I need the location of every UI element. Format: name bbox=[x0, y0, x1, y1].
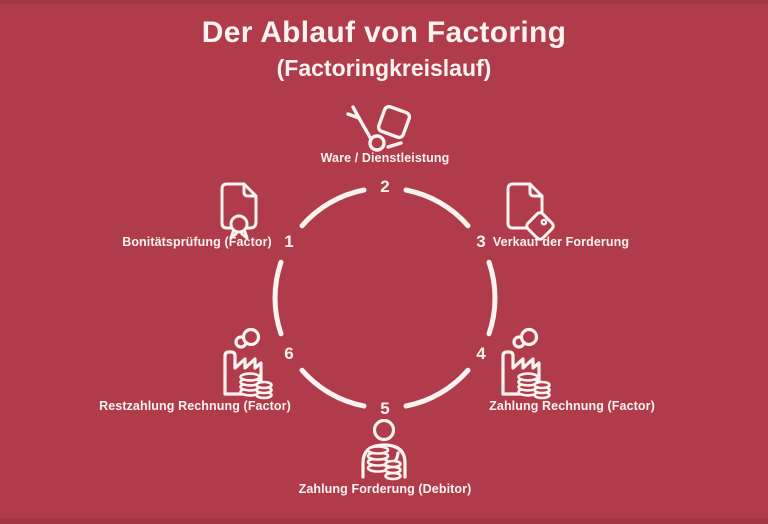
factory-coins-icon bbox=[496, 326, 554, 400]
step-4-label: Zahlung Rechnung (Factor) bbox=[489, 399, 655, 413]
top-edge-strip bbox=[0, 0, 768, 4]
step-6-label: Restzahlung Rechnung (Factor) bbox=[99, 399, 291, 413]
step-3-label: Verkauf der Forderung bbox=[492, 235, 630, 249]
step-number-3: 3 bbox=[476, 232, 486, 251]
step-number-4: 4 bbox=[476, 344, 486, 363]
certificate-document-icon bbox=[219, 181, 259, 240]
step-number-2: 2 bbox=[380, 177, 390, 196]
factory-coins-icon bbox=[218, 326, 276, 400]
step-number-5: 5 bbox=[380, 399, 390, 418]
step-number-6: 6 bbox=[284, 344, 294, 363]
document-price-tag-icon bbox=[505, 181, 557, 243]
step-1-label: Bonitätsprüfung (Factor) bbox=[122, 235, 272, 249]
page-title: Der Ablauf von Factoring bbox=[201, 16, 567, 49]
page-subtitle: (Factoringkreislauf) bbox=[276, 55, 492, 81]
bottom-edge-strip bbox=[0, 518, 768, 524]
step-5-label: Zahlung Forderung (Debitor) bbox=[298, 482, 472, 496]
person-coins-icon bbox=[357, 419, 413, 481]
cycle-circle-icon bbox=[272, 187, 498, 409]
step-number-1: 1 bbox=[284, 232, 294, 251]
hand-truck-icon bbox=[344, 102, 416, 152]
step-2-label: Ware / Dienstleistung bbox=[320, 151, 450, 165]
